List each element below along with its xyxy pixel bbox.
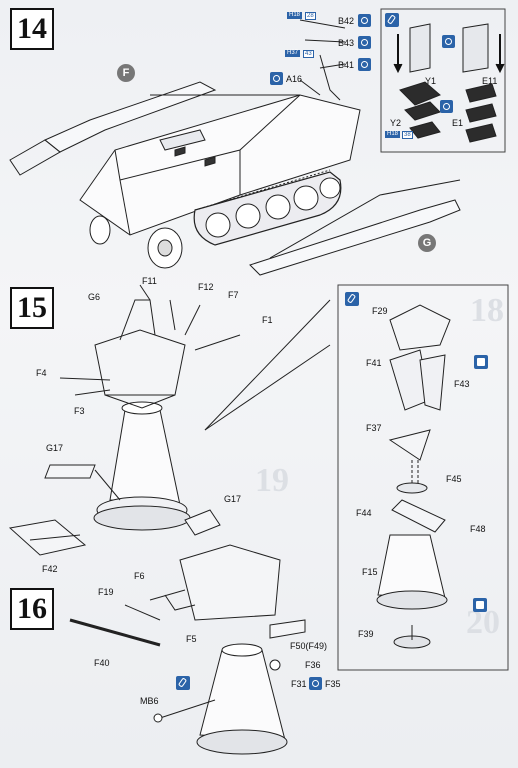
label-b41: B41 <box>338 60 355 70</box>
part-tag-h18-value: 38 <box>402 131 413 139</box>
label-f12: F12 <box>198 282 214 292</box>
glue-icon <box>442 35 455 48</box>
glue-icon <box>309 677 322 690</box>
label-g17: G17 <box>224 494 242 504</box>
label-f36: F36 <box>305 660 321 670</box>
label-f37: F37 <box>366 423 382 433</box>
label-f29: F29 <box>372 306 388 316</box>
glue-icon <box>270 72 283 85</box>
step-number-16: 16 <box>10 588 54 630</box>
label-f11: F11 <box>142 276 157 286</box>
label-f35: F35 <box>325 679 341 689</box>
label-f15: F15 <box>362 567 378 577</box>
label-f5: F5 <box>186 634 197 644</box>
glue-icon <box>440 100 453 113</box>
label-f42: F42 <box>42 564 58 574</box>
label-g17: G17 <box>46 443 64 453</box>
label-f39: F39 <box>358 629 374 639</box>
label-f19: F19 <box>98 587 114 597</box>
label-b43: B43 <box>338 38 355 48</box>
label-f4: F4 <box>36 368 47 378</box>
part-tag-h37: H37 <box>285 50 301 57</box>
label-g6: G6 <box>88 292 101 302</box>
label-f43: F43 <box>454 379 470 389</box>
ghost-number-18: 18 <box>470 292 504 329</box>
paint-brush-icon <box>176 676 190 690</box>
no-glue-icon <box>473 598 487 612</box>
part-tag-h18: H18 <box>287 12 303 19</box>
label-b42: B42 <box>338 16 355 26</box>
section-marker-g: G <box>418 234 436 252</box>
step-number-14: 14 <box>10 8 54 50</box>
label-f31: F31 <box>291 679 307 689</box>
no-glue-icon <box>474 355 488 369</box>
label-f1: F1 <box>262 315 273 325</box>
part-tag-h18-value: 28 <box>305 12 316 20</box>
paint-brush-icon <box>345 292 359 306</box>
label-f48: F48 <box>470 524 486 534</box>
label-f3: F3 <box>74 406 85 416</box>
label-f45: F45 <box>446 474 462 484</box>
glue-icon <box>358 14 371 27</box>
ghost-number-19: 19 <box>255 462 289 499</box>
label-f7: F7 <box>228 290 239 300</box>
label-mb6: MB6 <box>140 696 159 706</box>
label-y2: Y2 <box>390 118 402 128</box>
label-f6: F6 <box>134 571 145 581</box>
label-f41: F41 <box>366 358 382 368</box>
label-e11: E11 <box>482 76 498 86</box>
label-f44: F44 <box>356 508 372 518</box>
glue-icon <box>358 58 371 71</box>
label-e1: E1 <box>452 118 464 128</box>
part-tag-h37-value: 43 <box>303 50 314 58</box>
glue-icon <box>358 36 371 49</box>
label-a16: A16 <box>286 74 303 84</box>
paint-brush-icon <box>385 13 399 27</box>
label-f50-f49: F50(F49) <box>290 641 328 651</box>
part-tag-h18: H18 <box>385 131 401 138</box>
label-y1: Y1 <box>425 76 437 86</box>
section-marker-f: F <box>117 64 135 82</box>
label-f40: F40 <box>94 658 110 668</box>
step-number-15: 15 <box>10 287 54 329</box>
